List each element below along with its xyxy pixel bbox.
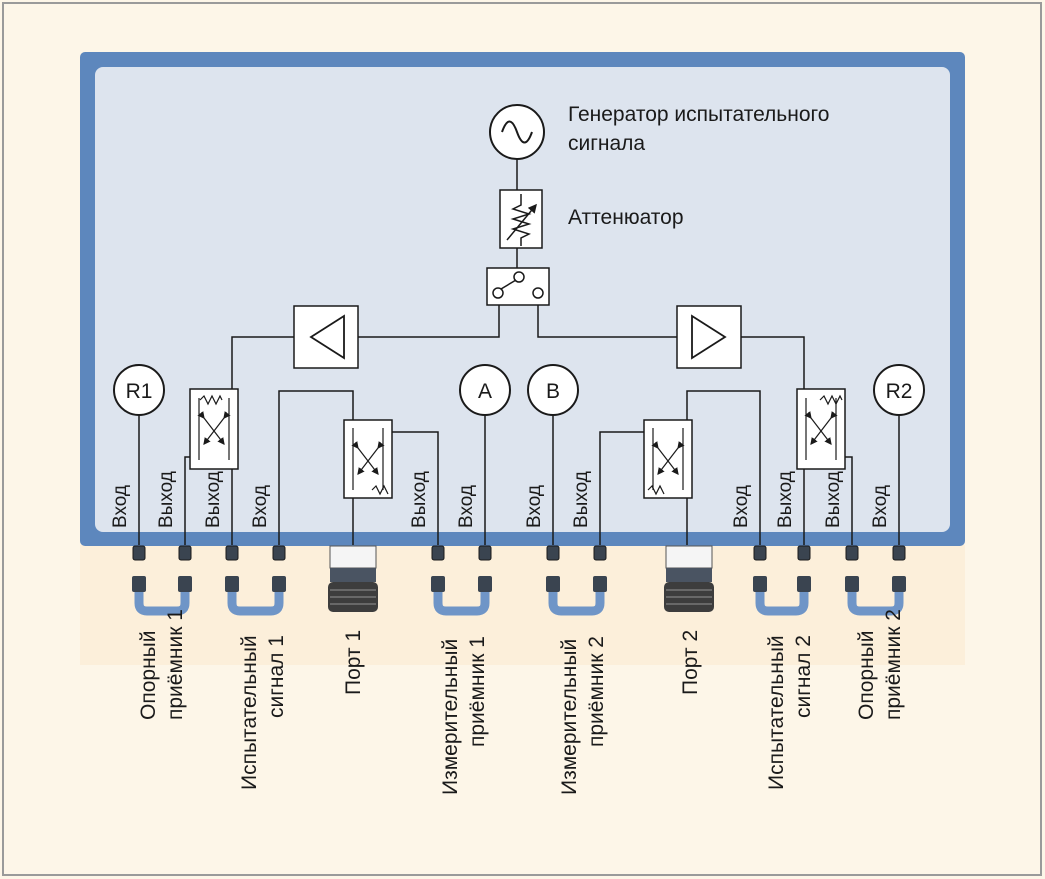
jumper-test1	[225, 576, 286, 616]
jack-label-9: Вход	[731, 485, 752, 528]
receiver-a-label: A	[478, 380, 492, 403]
jumper-meas1	[431, 576, 492, 616]
label-ref1-line2: приёмник 1	[164, 609, 187, 720]
receiver-r1-label: R1	[126, 380, 153, 403]
receiver-a: A	[459, 364, 511, 416]
label-test2-line2: сигнал 2	[792, 635, 815, 718]
front-panel-background	[80, 545, 965, 665]
signal-generator	[489, 104, 545, 160]
jack-label-4: Вход	[250, 485, 271, 528]
internal-wiring	[138, 390, 900, 545]
jack-label-10: Выход	[775, 471, 796, 528]
label-ref2-line1: Опорный	[855, 631, 878, 721]
label-port1: Порт 1	[342, 630, 365, 695]
label-ref2-line2: приёмник 2	[882, 609, 905, 720]
wire-switch-left	[358, 305, 500, 338]
jack-label-12: Вход	[870, 485, 891, 528]
label-port2: Порт 2	[679, 630, 702, 695]
receiver-r2: R2	[873, 364, 925, 416]
generator-label-line2: сигнала	[568, 132, 645, 155]
coupler-port2	[643, 419, 693, 499]
label-meas2-line1: Измерительный	[558, 639, 581, 795]
jack-label-3: Выход	[203, 471, 224, 528]
attenuator	[499, 189, 543, 249]
jack-label-1: Вход	[110, 485, 131, 528]
attenuator-label: Аттенюатор	[568, 206, 684, 229]
label-test2-line1: Испытательный	[765, 635, 788, 790]
label-ref1-line1: Опорный	[137, 631, 160, 721]
label-meas1-line2: приёмник 1	[466, 636, 489, 747]
receiver-b-label: B	[546, 380, 560, 403]
generator-label-line1: Генератор испытательного	[568, 103, 829, 126]
front-jacks	[132, 545, 906, 561]
label-test1-line2: сигнал 1	[265, 635, 288, 718]
coupler-1	[189, 388, 239, 470]
wire-amp2-coupler2	[741, 336, 805, 389]
port-switch	[486, 267, 550, 306]
port-1-connector	[328, 545, 378, 612]
amplifier-1	[293, 305, 359, 369]
coupler-port1	[343, 419, 393, 499]
label-meas2-line2: приёмник 2	[585, 636, 608, 747]
jack-label-7: Вход	[524, 485, 545, 528]
amplifier-2	[676, 305, 742, 369]
label-meas1-line1: Измерительный	[439, 639, 462, 795]
jack-label-11: Выход	[823, 471, 844, 528]
jack-label-6: Вход	[456, 485, 477, 528]
jack-label-8: Выход	[571, 471, 592, 528]
wire-switch-right	[537, 305, 677, 338]
jumper-meas2	[546, 576, 607, 616]
jumper-ref2	[845, 576, 906, 616]
receiver-b: B	[527, 364, 579, 416]
jack-label-2: Выход	[156, 471, 177, 528]
wire-amp1-coupler1	[231, 336, 294, 389]
jumper-test2	[753, 576, 811, 616]
coupler-2	[796, 388, 846, 470]
jumper-ref1	[132, 576, 192, 616]
receiver-r1: R1	[113, 364, 165, 416]
label-test1-line1: Испытательный	[238, 635, 261, 790]
port-2-connector	[664, 545, 714, 612]
receiver-r2-label: R2	[886, 380, 913, 403]
jack-label-5: Выход	[409, 471, 430, 528]
